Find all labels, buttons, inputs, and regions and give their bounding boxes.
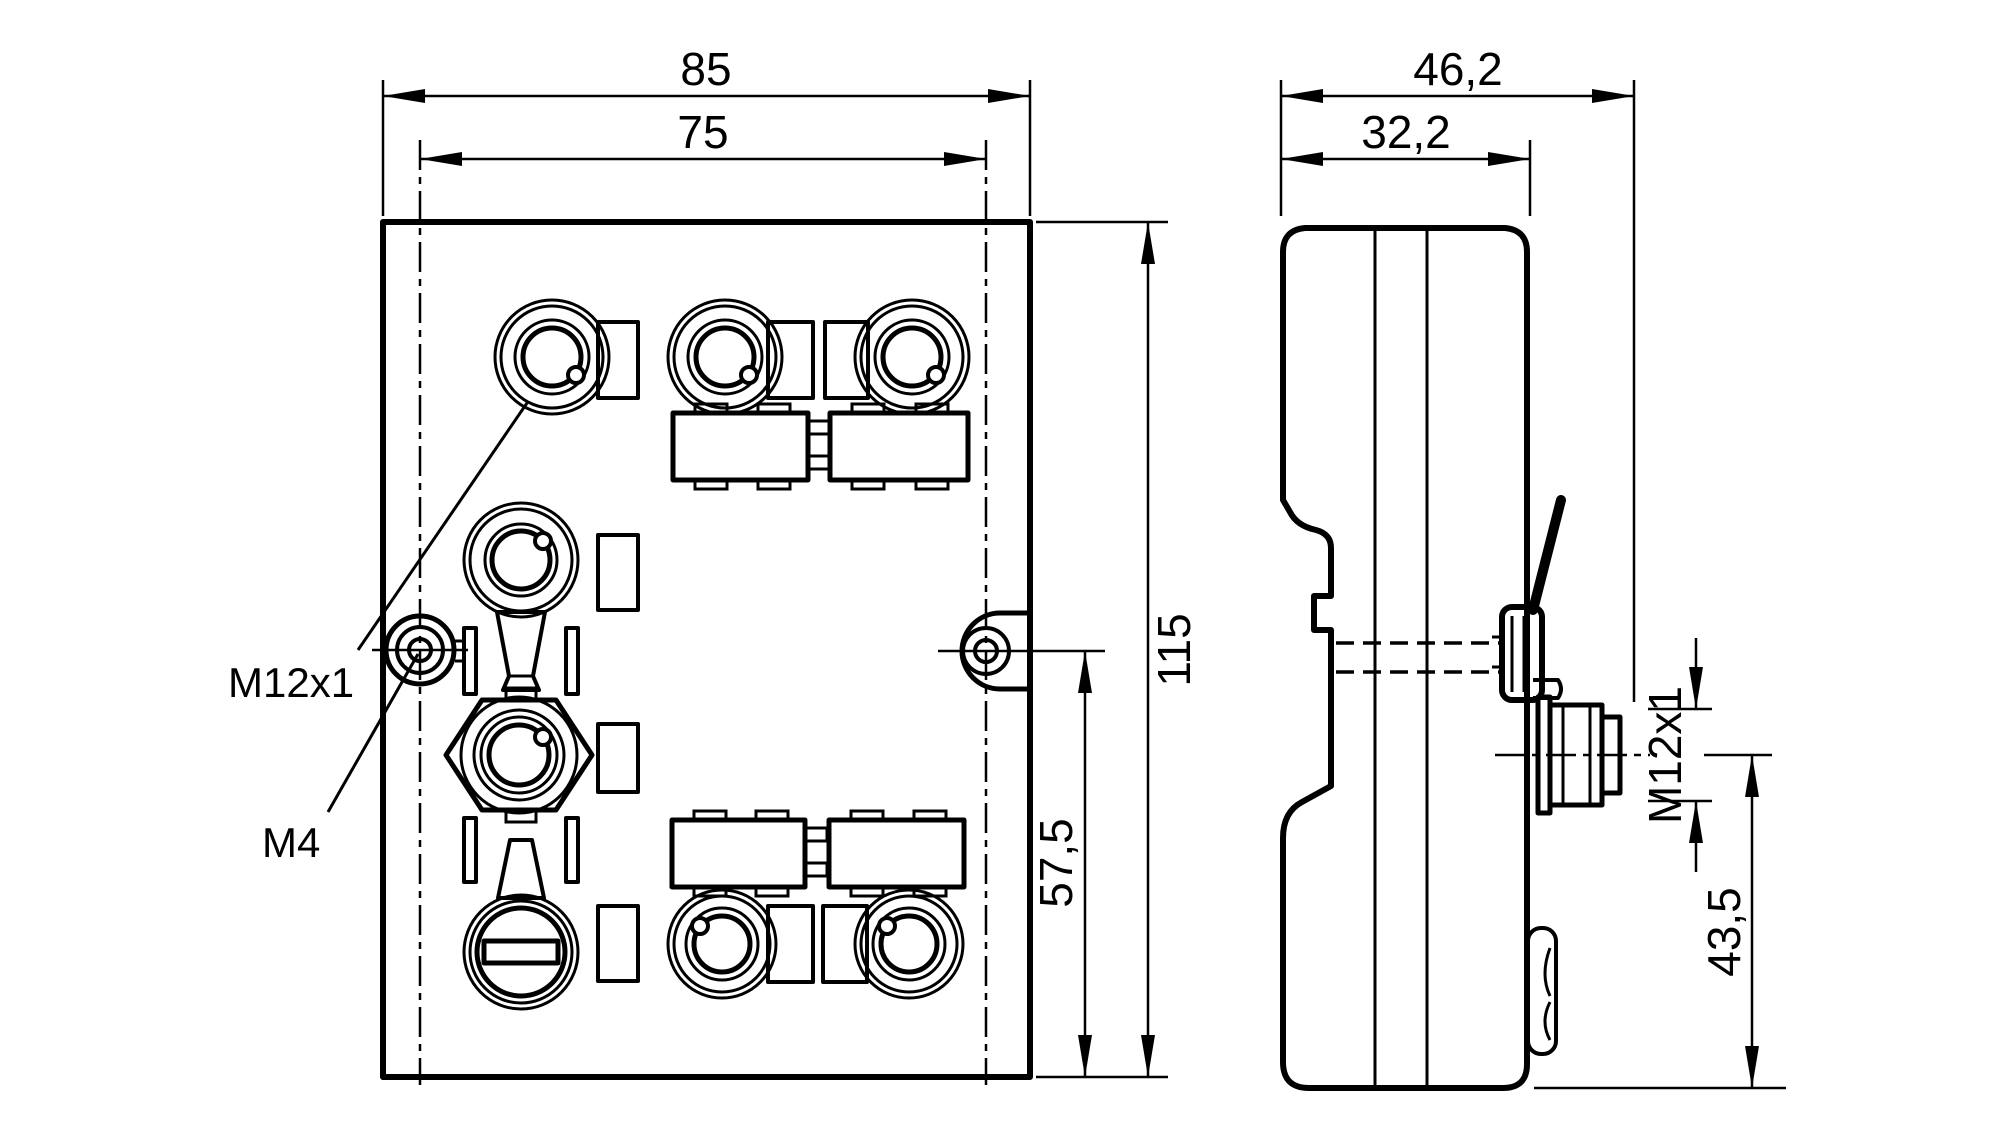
dim-connector-thread: M12x1 <box>1639 638 1712 872</box>
mounting-hole-left <box>372 613 468 687</box>
svg-text:32,2: 32,2 <box>1361 106 1451 158</box>
dim-hole-to-bottom: 57,5 <box>1030 651 1092 1077</box>
label-plate-upper-left <box>670 402 811 491</box>
connector-bottom-right <box>853 888 965 1000</box>
plate-link-lower-2 <box>803 861 829 878</box>
side-screw-head <box>1526 926 1558 1056</box>
dim-body-depth: 32,2 <box>1281 106 1532 216</box>
connector-top-right <box>853 298 971 416</box>
connector-row4-slotted <box>462 816 580 1011</box>
front-view: M12x1 M4 <box>228 140 1105 1085</box>
window-row4 <box>596 904 640 983</box>
front-dimensions: 85 75 115 57,5 <box>381 43 1200 1079</box>
label-plate-lower-right <box>826 809 967 898</box>
connector-row2 <box>455 501 580 696</box>
front-housing-outline <box>380 219 1033 1080</box>
dim-connector-height: 43,5 <box>1534 753 1786 1090</box>
svg-text:115: 115 <box>1148 613 1200 686</box>
svg-text:M12x1: M12x1 <box>1639 686 1691 824</box>
svg-text:43,5: 43,5 <box>1698 887 1750 977</box>
side-housing-outline <box>1280 225 1530 1091</box>
side-m12-connector <box>1495 694 1650 816</box>
label-plate-lower-left <box>669 809 808 898</box>
plate-link-upper-2 <box>806 454 832 471</box>
connector-top-left <box>493 298 611 416</box>
svg-text:75: 75 <box>677 106 728 158</box>
window-top-1 <box>596 320 640 400</box>
mounting-hole-right <box>938 610 1105 692</box>
side-dimensions: 46,2 32,2 M12x1 43,5 <box>1279 43 1786 1090</box>
dim-hole-spacing: 75 <box>420 106 986 166</box>
rail-clip <box>1492 604 1563 703</box>
dim-overall-height: 115 <box>1036 220 1200 1079</box>
svg-text:57,5: 57,5 <box>1030 818 1082 908</box>
dim-overall-width: 85 <box>381 43 1032 216</box>
window-row3 <box>596 722 640 794</box>
connector-row3-hex <box>443 686 595 824</box>
label-plate-upper-right <box>827 402 971 491</box>
connector-bottom-left <box>666 888 778 1000</box>
leader-m4 <box>326 653 420 813</box>
dim-overall-depth: 46,2 <box>1279 43 1636 702</box>
svg-text:46,2: 46,2 <box>1413 43 1503 95</box>
side-view <box>1280 225 1650 1091</box>
svg-text:85: 85 <box>680 43 731 95</box>
plate-link-upper-1 <box>806 419 832 436</box>
window-row2 <box>596 533 640 612</box>
front-mounting-thread-label: M4 <box>262 819 320 866</box>
plate-link-lower-1 <box>803 826 829 843</box>
connector-top-mid <box>666 298 784 416</box>
window-top-2 <box>766 320 815 400</box>
clip-lever <box>1528 495 1566 615</box>
front-connector-thread-label: M12x1 <box>228 659 354 706</box>
window-top-3 <box>823 320 870 400</box>
leader-m12x1 <box>356 402 529 651</box>
window-bottom-1 <box>766 904 815 984</box>
window-bottom-2 <box>821 904 869 984</box>
